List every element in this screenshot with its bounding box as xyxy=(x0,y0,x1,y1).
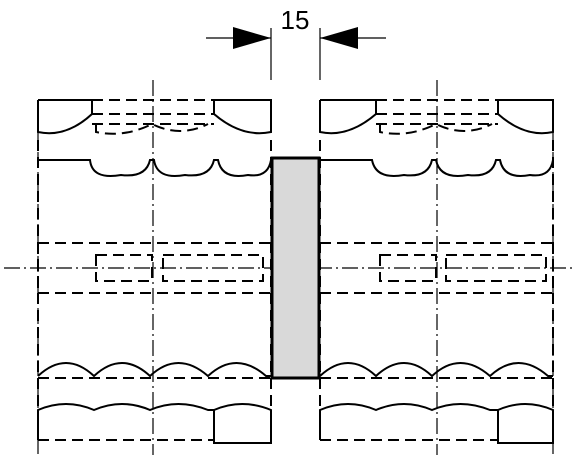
left-side-dashes xyxy=(37,140,272,410)
left-upper-scallop-row xyxy=(38,159,272,177)
right-top-band xyxy=(376,99,498,135)
right-bottom-outline xyxy=(319,403,554,444)
right-lower-scallop-row xyxy=(319,362,553,378)
arrowhead-left xyxy=(233,27,271,49)
left-middle-inner-box-1 xyxy=(95,254,153,282)
left-middle-frame xyxy=(37,242,271,294)
right-top-outline xyxy=(319,99,554,135)
right-middle-inner-box-2 xyxy=(445,254,547,282)
left-lower-scallop-row xyxy=(37,362,271,378)
dimension-15: 15 xyxy=(206,5,386,80)
left-top-band xyxy=(92,99,214,135)
left-middle-inner-box-2 xyxy=(162,254,264,282)
terminal-block-group-left xyxy=(37,99,272,444)
right-upper-scallop-row xyxy=(320,159,554,177)
right-middle-inner-box-1 xyxy=(379,254,437,282)
left-top-outline xyxy=(37,99,272,135)
left-bottom-outline xyxy=(37,403,272,444)
right-middle-frame xyxy=(320,242,554,294)
spacer-plate xyxy=(270,156,321,380)
dimension-value: 15 xyxy=(281,5,310,35)
arrowhead-right xyxy=(320,27,358,49)
terminal-block-group-right xyxy=(319,99,554,444)
